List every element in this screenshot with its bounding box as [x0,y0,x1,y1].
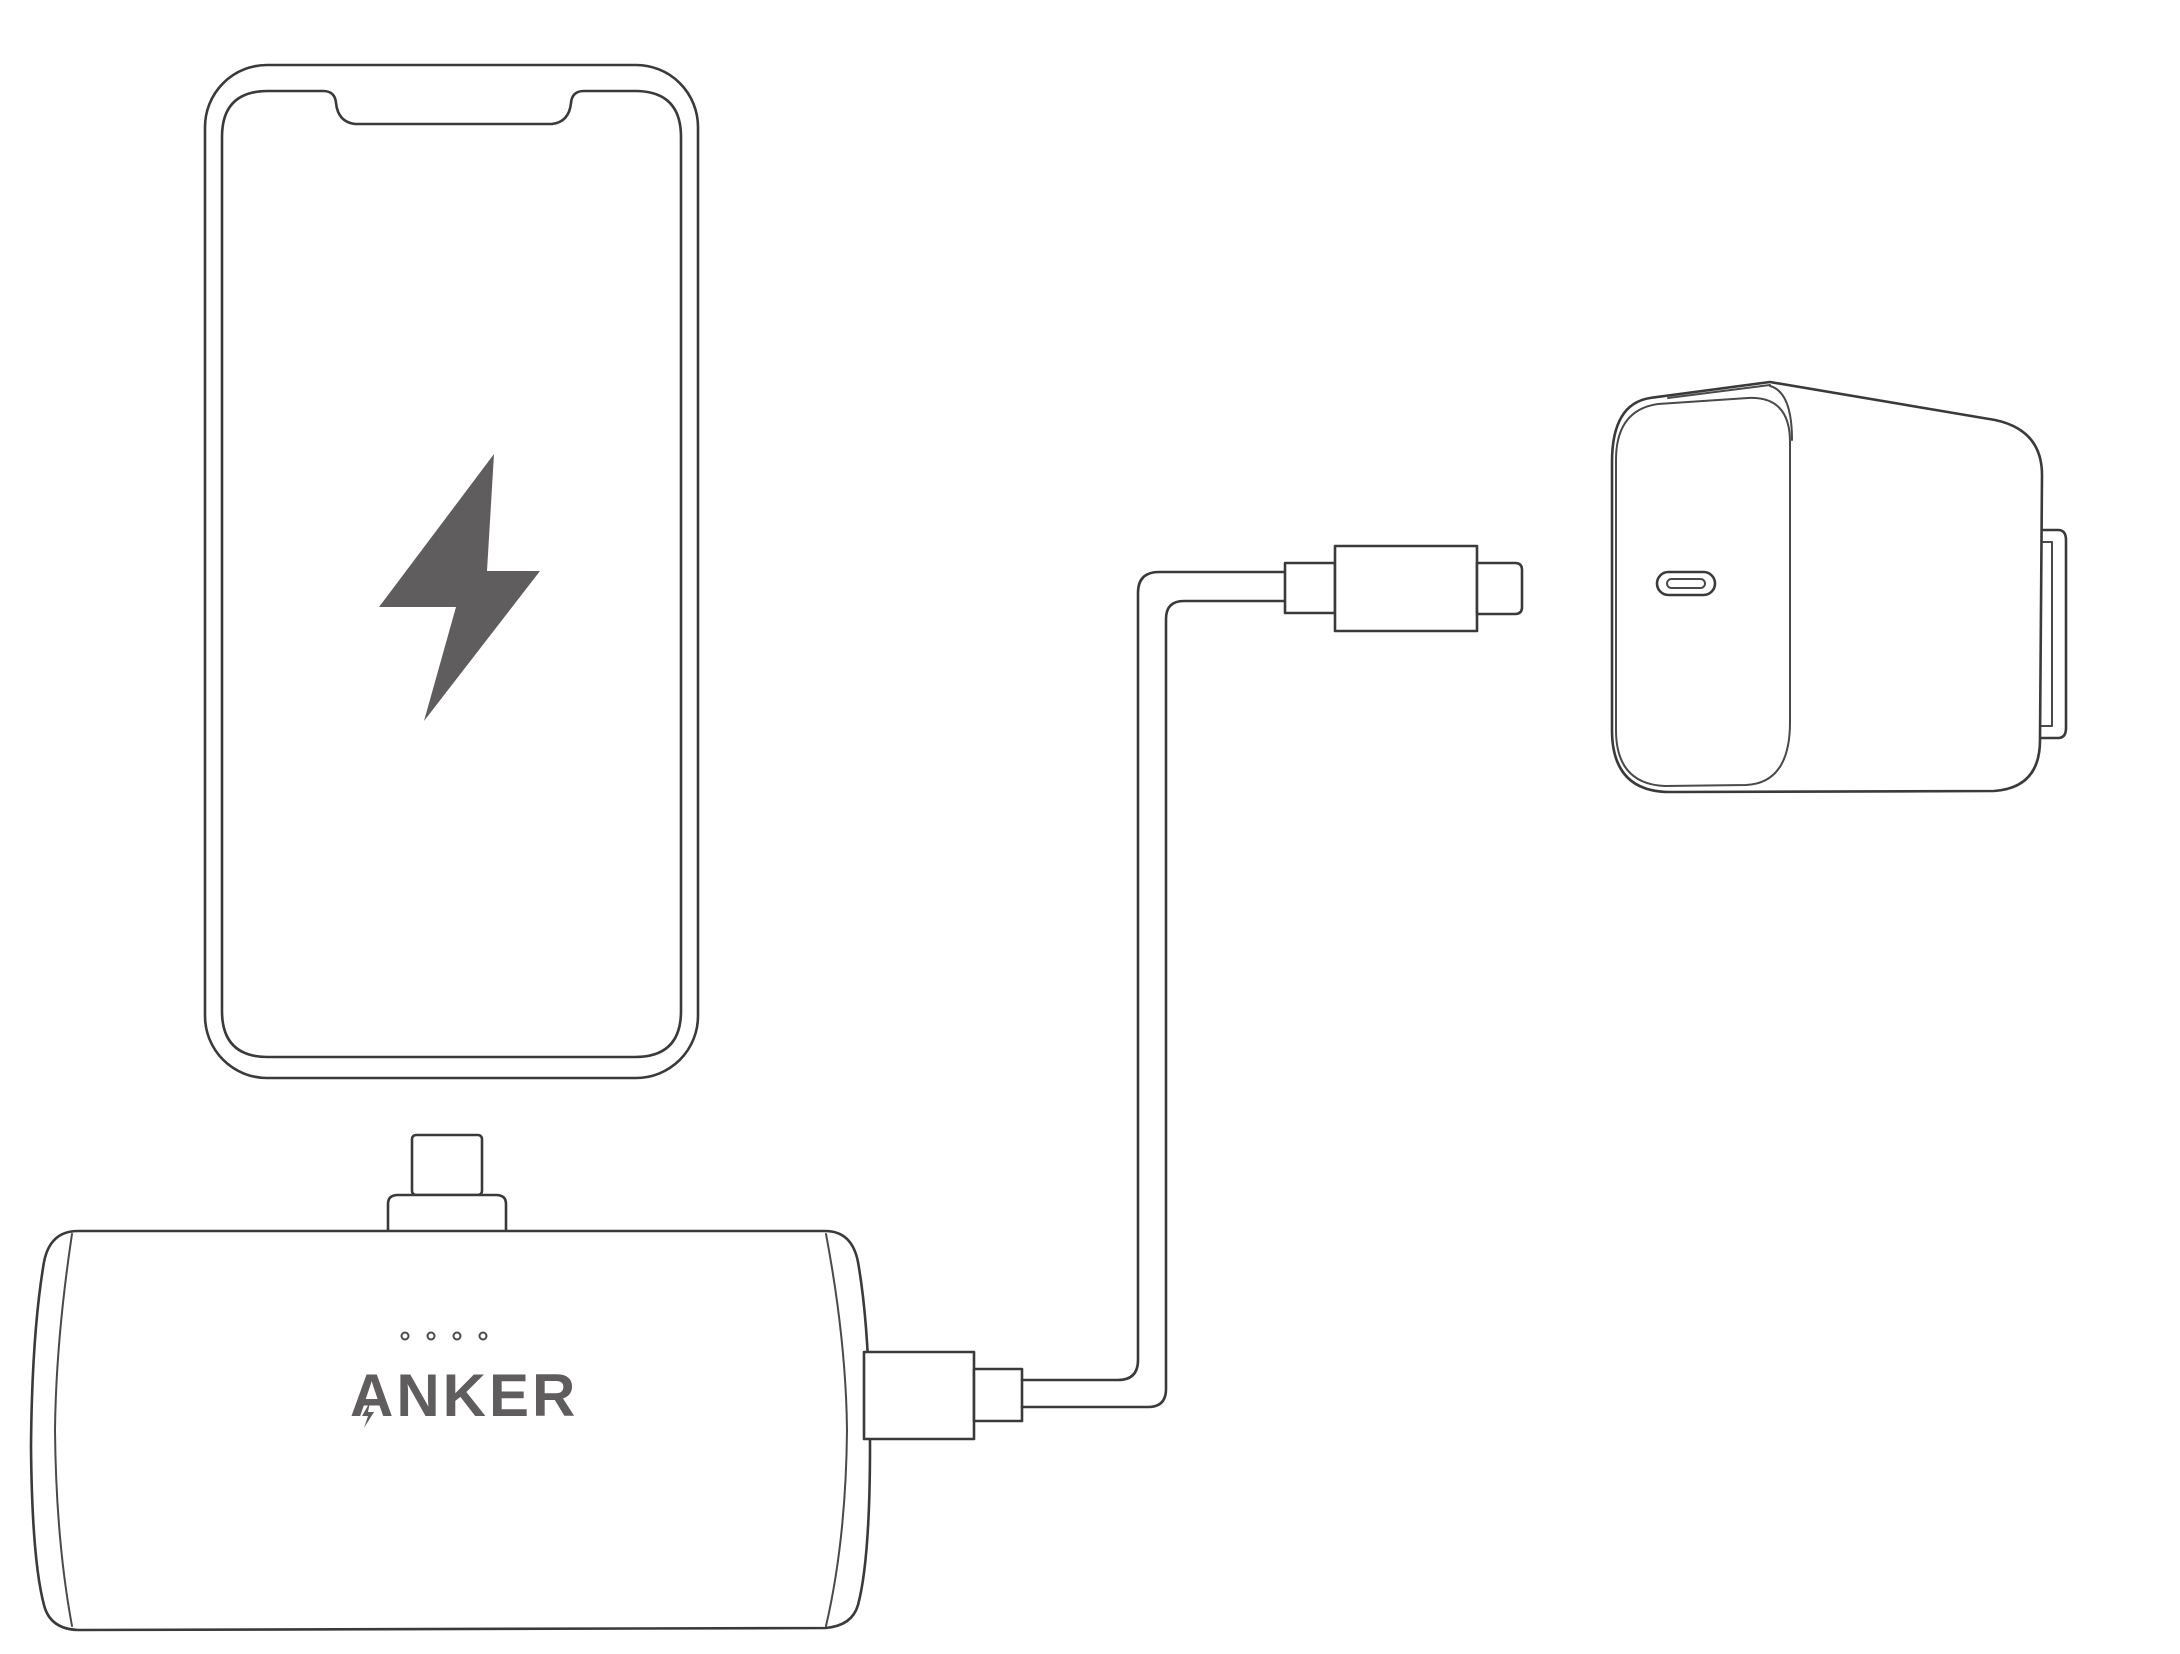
charger-usb-c-port [1655,570,1717,597]
battery-led-4 [478,1331,488,1341]
brand-logo: ANKER [350,1362,578,1429]
phone-screen-with-notch [220,89,683,1059]
charger-body [1610,380,2044,794]
logo-bolt-icon [362,1402,374,1428]
battery-led-2 [426,1331,436,1341]
charger-usb-c-port-inner [1666,578,1706,589]
charger-top-edge [1667,384,1771,399]
lightning-bolt-icon [379,454,540,721]
power-bank-body [29,1229,872,1632]
battery-level-indicator [400,1331,488,1341]
builtin-usb-c-connector [410,1133,484,1197]
builtin-connector-base [386,1193,508,1233]
smartphone [203,63,700,1080]
charger-prong-tab-inner [2039,541,2053,727]
cable-strain-relief [1283,561,1337,615]
right-end-cap [825,1233,848,1627]
phone-outer-frame [203,63,700,1080]
battery-led-1 [400,1331,410,1341]
cable-plug-body [1333,544,1479,633]
cable-strand-outer [1020,570,1287,1382]
wall-charger [1610,380,2068,794]
cable-usb-c-tip [1475,561,1524,616]
side-port-housing [862,1350,976,1441]
cable-strand-inner [1020,599,1287,1409]
power-bank: ANKER [29,1133,1024,1632]
charger-side-facet [1769,385,1793,441]
usb-c-cable [1020,544,1524,1409]
cable-plug-into-bank [972,1367,1024,1423]
left-end-cap [54,1233,73,1627]
battery-led-3 [452,1331,462,1341]
charger-front-face [1615,396,1791,787]
